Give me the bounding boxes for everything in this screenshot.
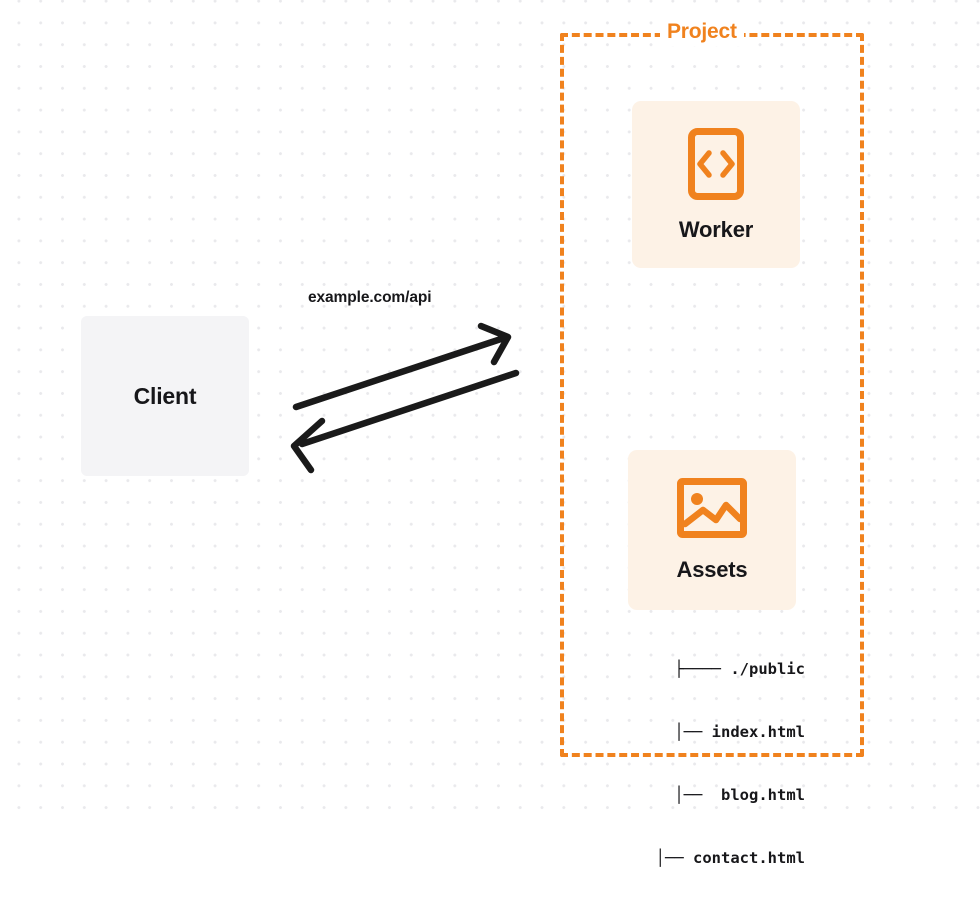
diagram-canvas: Client example.com/api Project Worker — [81, 18, 864, 867]
image-icon — [676, 477, 748, 539]
file-tree-row: │── contact.html — [637, 849, 805, 867]
assets-card[interactable]: Assets — [628, 450, 796, 610]
file-tree-row: │── blog.html — [627, 786, 805, 804]
client-node[interactable]: Client — [81, 316, 249, 476]
connector-label: example.com/api — [308, 289, 432, 306]
file-tree-row: ├──── ./public — [674, 660, 805, 678]
code-brackets-icon — [687, 127, 745, 201]
client-label: Client — [133, 382, 197, 409]
project-title: Project — [660, 18, 744, 46]
response-arrow-icon — [290, 369, 520, 474]
file-tree-row: │── index.html — [627, 723, 805, 741]
worker-card[interactable]: Worker — [632, 101, 800, 268]
assets-label: Assets — [676, 557, 748, 582]
worker-label: Worker — [678, 216, 754, 242]
request-arrow-icon — [292, 322, 512, 411]
connector-arrows — [290, 322, 520, 474]
assets-file-tree: ├──── ./public │── index.html │── blog.h… — [600, 617, 805, 911]
